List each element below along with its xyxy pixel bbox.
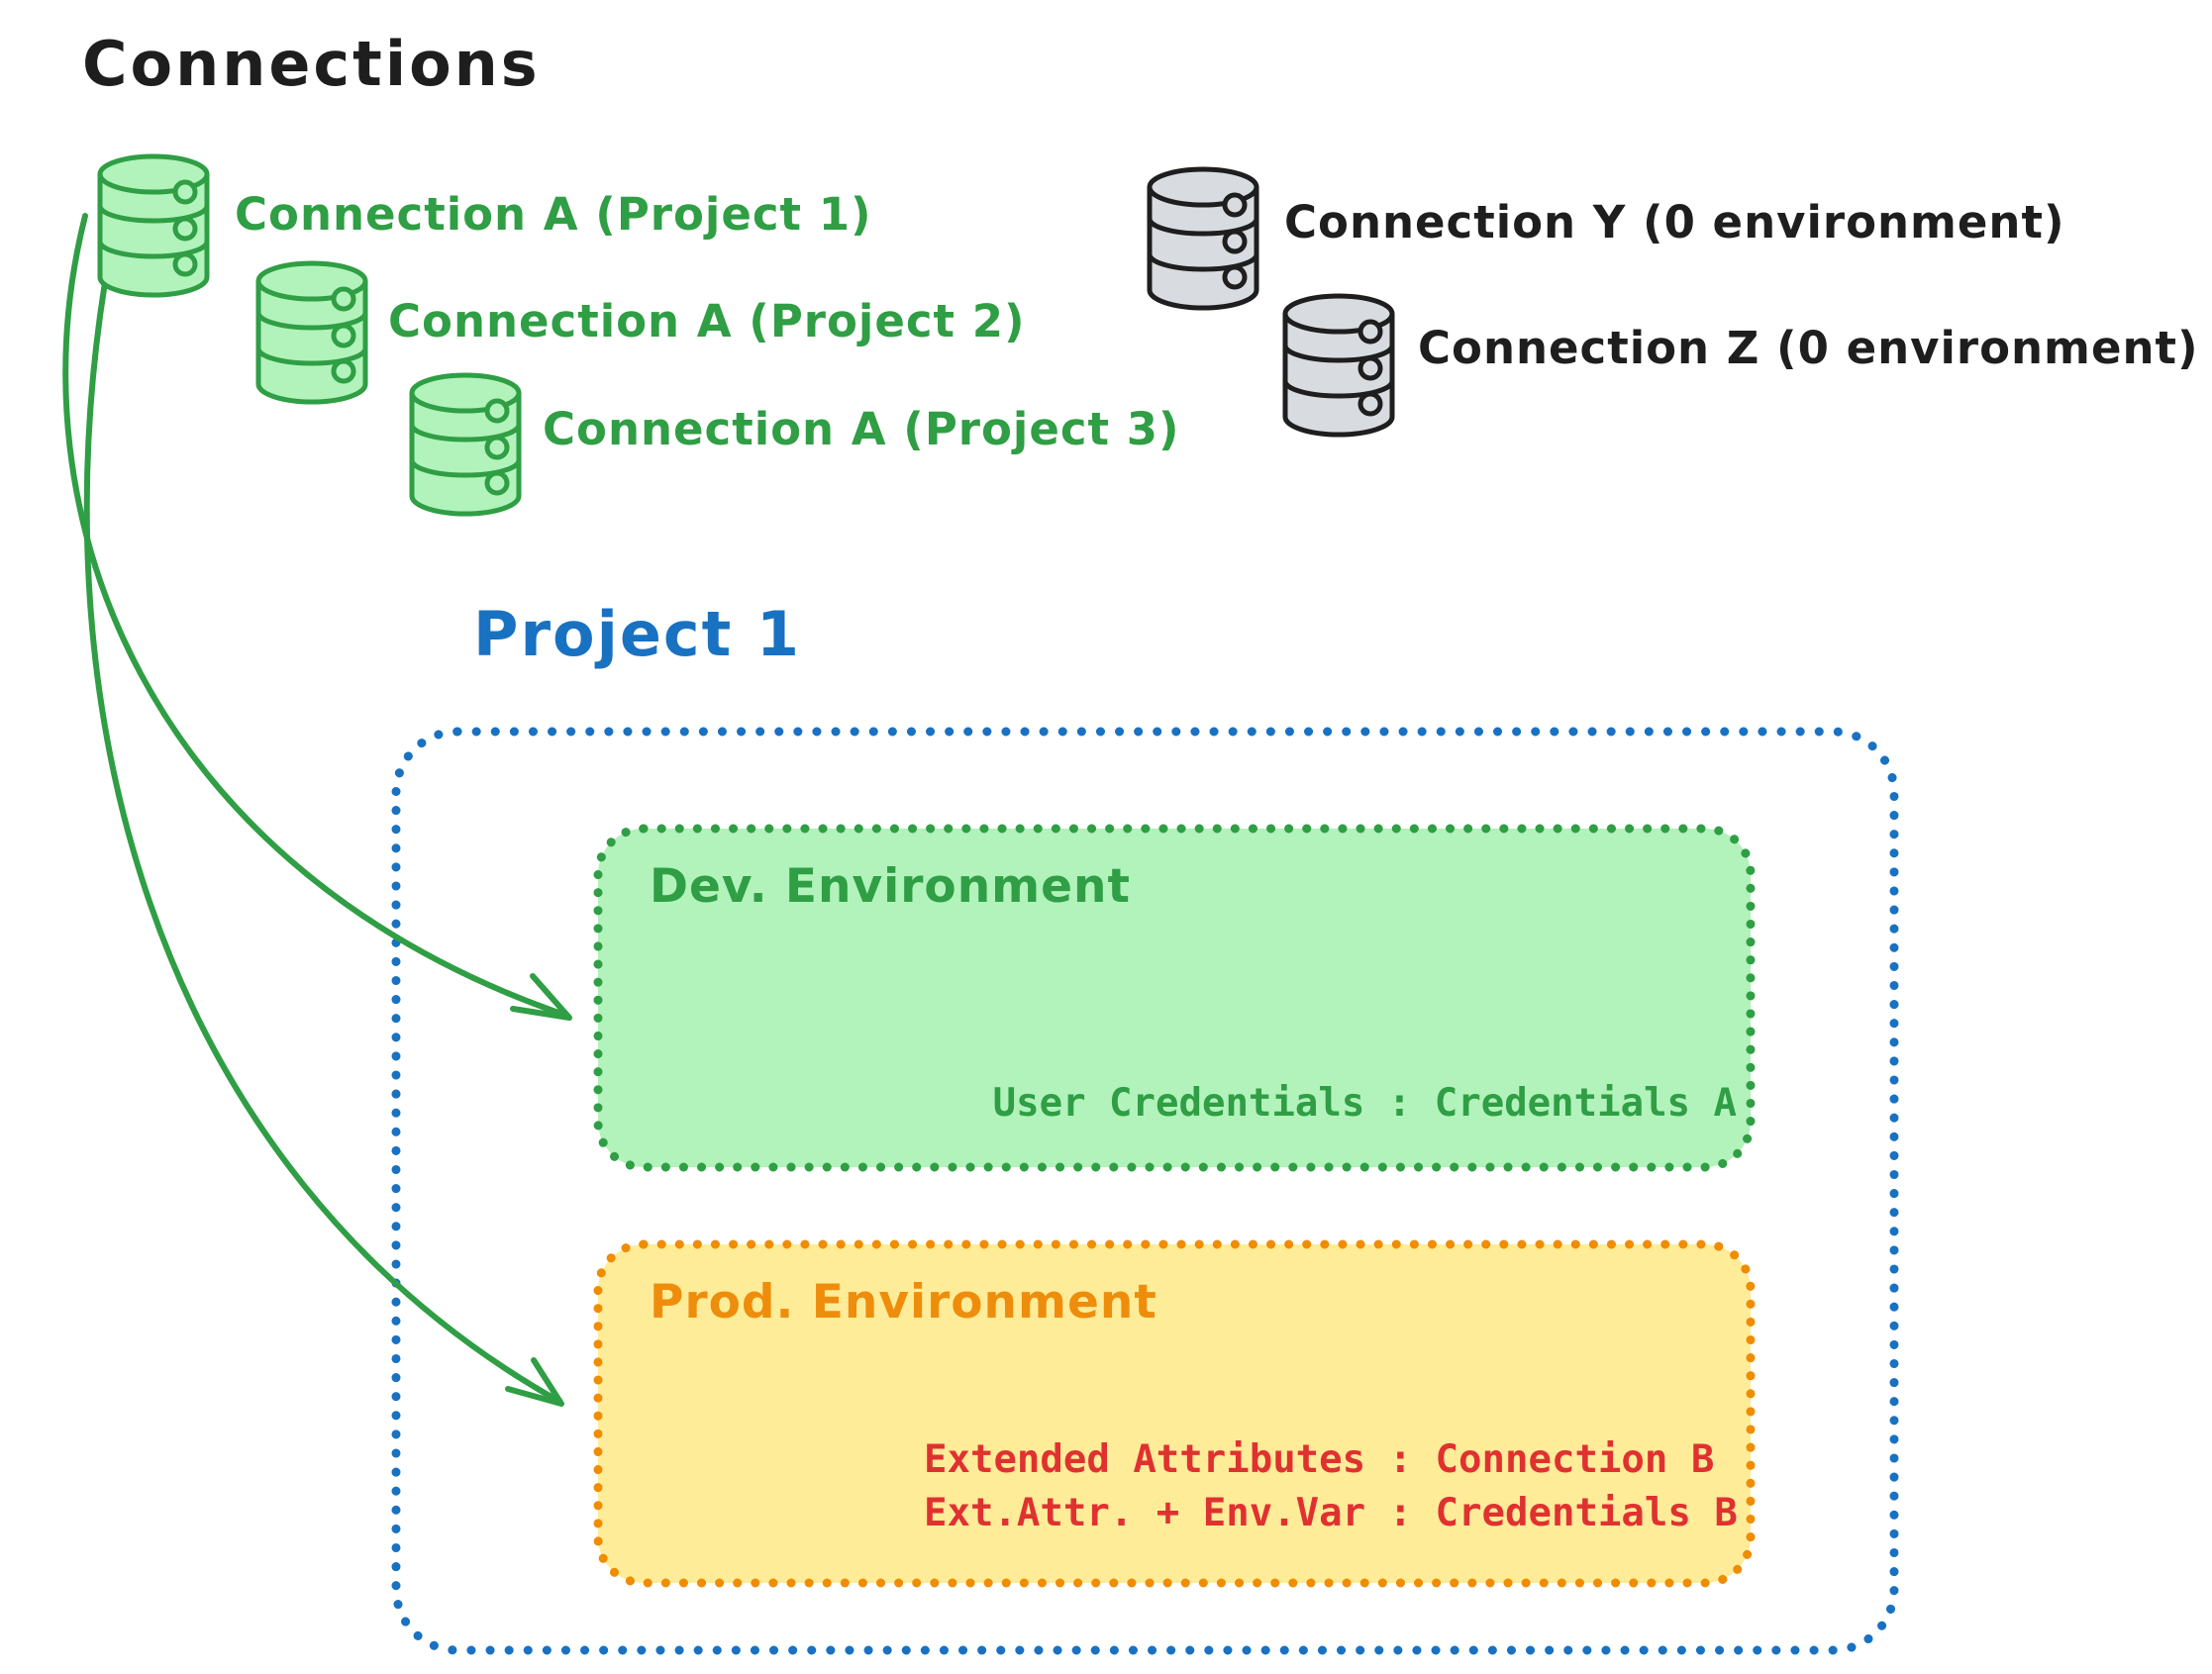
- dev-environment-box: [593, 824, 1756, 1172]
- project1-title: Project 1: [473, 598, 802, 670]
- database-icon: [412, 375, 519, 514]
- connection-a-project1-label: Connection A (Project 1): [235, 188, 872, 241]
- arrow-connection-to-dev: [62, 213, 572, 1021]
- prod-environment-box: [593, 1239, 1756, 1588]
- connection-z-label: Connection Z (0 environment): [1418, 322, 2199, 374]
- connection-y-label: Connection Y (0 environment): [1284, 196, 2065, 248]
- database-icon: [258, 263, 365, 402]
- project1-box: [391, 727, 1899, 1655]
- arrow-connection-to-prod: [83, 245, 564, 1407]
- connection-a-project2-label: Connection A (Project 2): [388, 295, 1026, 347]
- prod-credentials-line1: Extended Attributes : Connection B: [924, 1437, 1715, 1482]
- database-icon: [1285, 296, 1392, 435]
- prod-credentials-line2: Ext.Attr. + Env.Var : Credentials B: [924, 1491, 1738, 1535]
- database-icon: [100, 156, 207, 295]
- dev-environment-title: Dev. Environment: [650, 859, 1131, 914]
- dev-credentials-text: User Credentials : Credentials A: [992, 1081, 1737, 1126]
- connection-a-project3-label: Connection A (Project 3): [543, 403, 1180, 455]
- page-title: Connections: [82, 28, 541, 100]
- database-icon: [1150, 169, 1257, 308]
- prod-credentials-text: Extended Attributes : Connection B Ext.A…: [924, 1433, 1738, 1540]
- prod-environment-title: Prod. Environment: [650, 1275, 1157, 1329]
